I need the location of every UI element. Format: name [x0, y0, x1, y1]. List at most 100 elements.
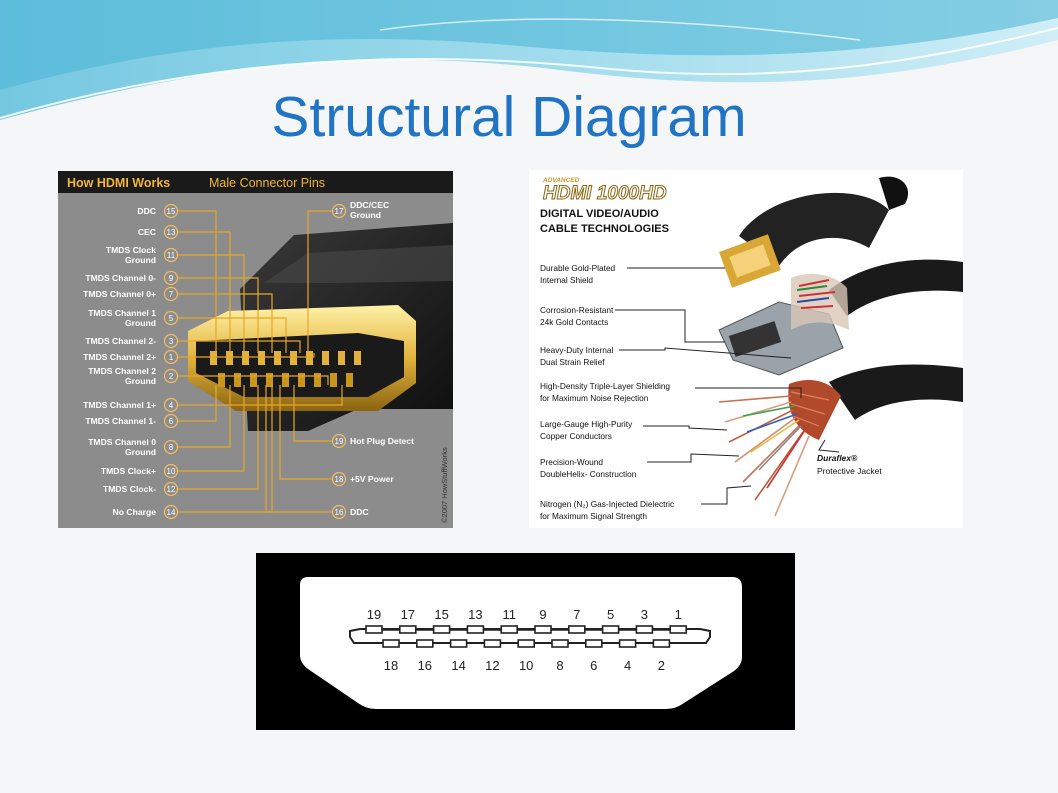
bottom-pin	[551, 639, 569, 648]
callout-line-1: Corrosion-Resistant	[540, 305, 614, 315]
connector-pin	[290, 351, 297, 365]
connector-pin	[346, 373, 353, 387]
connector-pin	[234, 373, 241, 387]
connector-pins	[210, 351, 361, 387]
logo-advanced: ADVANCED	[542, 177, 580, 184]
bottom-pin-number: 2	[658, 658, 665, 673]
callout-line-2: for Maximum Signal Strength	[540, 511, 647, 521]
pin-label-7: TMDS Channel 0+7	[83, 286, 179, 302]
callout-line-1: Large-Gauge High-Purity	[540, 419, 633, 429]
pin-number: 1	[169, 353, 174, 362]
callout-line-2: Internal Shield	[540, 275, 593, 285]
bottom-pin-number: 8	[556, 658, 563, 673]
callout-lines	[615, 267, 840, 505]
pin-number-circle	[163, 463, 179, 479]
leader-line	[178, 340, 301, 353]
header-subtitle: Male Connector Pins	[209, 176, 325, 190]
callout-line-2: Dual Strain Relief	[540, 357, 605, 367]
pin-name: TMDS Channel 1+	[83, 400, 156, 410]
pin-name: DDC	[350, 507, 369, 517]
top-pin-number: 3	[641, 607, 648, 622]
bottom-pin	[517, 639, 536, 648]
pin-name: TMDS Channel 2	[88, 366, 156, 376]
top-pin-number: 15	[434, 607, 448, 622]
pin-label-10: TMDS Clock+10	[101, 463, 179, 479]
pin-label-1: TMDS Channel 2+ 1	[83, 349, 179, 365]
pin-number-circle	[163, 310, 179, 326]
pin-label-12: TMDS Clock- 12	[103, 481, 179, 497]
logo-text: HDMI 1000HD	[543, 183, 667, 204]
pin-name: TMDS Channel 1	[88, 308, 156, 318]
pin-number-circle	[163, 397, 179, 413]
leader-line	[178, 277, 259, 353]
pin-name: TMDS Channel 0	[88, 437, 156, 447]
pin-name-line2: Ground	[125, 447, 156, 457]
pin-number: 10	[167, 467, 176, 476]
bottom-pin-number: 6	[590, 658, 597, 673]
pin-number-circle	[163, 481, 179, 497]
connector-pin	[218, 373, 225, 387]
pin-number-circle	[331, 433, 347, 449]
pin-number-circle	[163, 286, 179, 302]
leader-line	[178, 375, 329, 385]
top-pin	[500, 625, 518, 634]
top-pin-number: 11	[502, 607, 515, 622]
pin-name: TMDS Clock-	[103, 484, 156, 494]
leader-line	[293, 385, 332, 442]
top-pin-number: 5	[607, 607, 614, 622]
leader-line	[178, 231, 231, 353]
pin-name: TMDS Channel 0-	[85, 273, 156, 283]
pin-name: TMDS Clock	[106, 245, 156, 255]
pin-number-circle	[331, 203, 347, 219]
top-pin	[567, 625, 586, 634]
callout-line-2: for Maximum Noise Rejection	[540, 393, 649, 403]
pin-number: 17	[335, 207, 344, 216]
connector-pin	[282, 373, 289, 387]
leader-line	[178, 385, 217, 422]
leader-line	[279, 385, 332, 480]
top-pin-number: 13	[468, 607, 482, 622]
connector-pin	[266, 373, 273, 387]
top-pin	[601, 625, 620, 634]
leader-line	[178, 353, 315, 358]
pin-name: DDC	[137, 206, 156, 216]
header-bar	[58, 171, 453, 193]
bottom-pin	[382, 639, 400, 648]
pin-name-line2: Ground	[125, 255, 156, 265]
top-pin-number: 19	[367, 607, 381, 622]
bottom-pin-number: 14	[451, 658, 465, 673]
pin-number-circle	[331, 471, 347, 487]
bottom-pin-number: 18	[384, 658, 398, 673]
pin-label-9: TMDS Channel 0-9	[85, 270, 179, 286]
pin-label-4: TMDS Channel 1+4	[83, 397, 179, 413]
pin-number: 3	[169, 337, 174, 346]
cable-technologies-diagram: ADVANCED HDMI 1000HD DIGITAL VIDEO/AUDIO…	[529, 170, 963, 528]
leader-line	[178, 385, 245, 472]
pin-number: 12	[167, 485, 176, 494]
callout-line-2: Copper Conductors	[540, 431, 612, 441]
connector-pin	[250, 373, 257, 387]
bottom-pin-number: 16	[418, 658, 432, 673]
callout-line-1: Nitrogen (N₂) Gas-Injected Dielectric	[540, 499, 674, 509]
pin-name: TMDS Channel 1-	[85, 416, 156, 426]
bottom-pin-number: 10	[519, 658, 533, 673]
cable-cutaway-diagram: ADVANCED HDMI 1000HD DIGITAL VIDEO/AUDIO…	[529, 170, 963, 528]
pin-number-circle	[163, 203, 179, 219]
bottom-pin	[618, 639, 637, 648]
top-pin-number: 7	[573, 607, 580, 622]
pin-number-circle	[163, 270, 179, 286]
pin-name: TMDS Channel 2+	[83, 352, 156, 362]
pin-number-circle	[163, 247, 179, 263]
top-pin	[635, 625, 654, 634]
